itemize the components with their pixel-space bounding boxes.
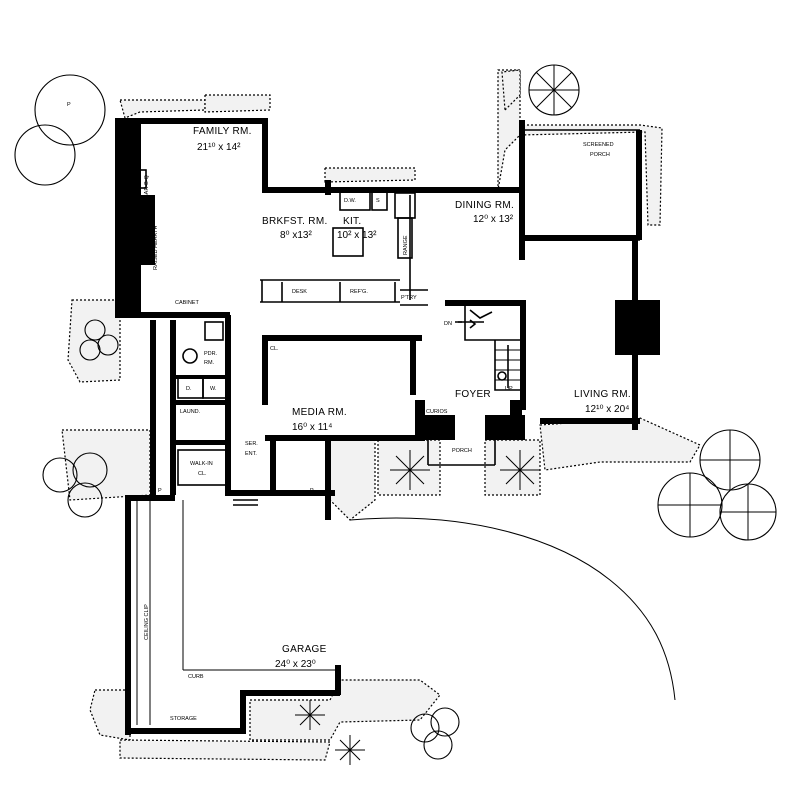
garage-label: GARAGE bbox=[282, 644, 327, 655]
driveway-edge bbox=[349, 517, 676, 701]
ceiling-clip-label: CEILING CLIP bbox=[144, 604, 150, 640]
shrub-cluster-icon bbox=[410, 707, 460, 760]
stairs-down-label: DN bbox=[444, 321, 452, 327]
fixture-labels: BKS BAR-B-Q RAISED HEARTH WOOD BOX CABIN… bbox=[67, 102, 521, 680]
screened-porch-label-2: PORCH bbox=[590, 152, 610, 158]
kitchen-dim: 10² x 13² bbox=[337, 230, 377, 241]
star-plant-icon bbox=[295, 450, 540, 765]
tree-icon bbox=[34, 74, 106, 146]
books-label: BOOKS bbox=[180, 313, 200, 319]
media-closet-label: CL. bbox=[270, 346, 279, 352]
large-tree-cluster-icon bbox=[657, 429, 777, 541]
powder-room-label-1: PDR. bbox=[204, 351, 218, 357]
dishwasher-label: D.W. bbox=[344, 198, 356, 204]
service-entry-label-1: SER. bbox=[245, 441, 258, 447]
sink-label: S bbox=[376, 198, 380, 204]
breakfast-room-dim: 8⁰ x13² bbox=[280, 230, 312, 241]
p-label-2: P. bbox=[310, 488, 315, 494]
media-room-label: MEDIA RM. bbox=[292, 407, 347, 418]
walkin-closet-label-2: CL. bbox=[198, 471, 207, 477]
media-books-label: BKS bbox=[410, 349, 416, 360]
living-room-dim: 12¹⁰ x 20⁴ bbox=[585, 404, 629, 415]
landscaping bbox=[61, 69, 701, 761]
refrigerator-label: REF'G. bbox=[350, 289, 368, 295]
breakfast-room-label: BRKFST. RM. bbox=[262, 216, 328, 227]
laundry-label: LAUND. bbox=[180, 409, 201, 415]
living-closet-label: CL. bbox=[512, 426, 521, 432]
trees bbox=[14, 64, 777, 765]
cabinet-label: CABINET bbox=[175, 300, 199, 306]
curios-label: CURIOS bbox=[426, 409, 448, 415]
tree-icon bbox=[14, 124, 76, 186]
dryer-label: D. bbox=[186, 386, 192, 392]
foyer-books-label: BOOKS bbox=[416, 412, 422, 432]
shrub-cluster-icon bbox=[42, 452, 108, 518]
media-room-dim: 16⁰ x 11⁴ bbox=[292, 422, 332, 433]
shrub-cluster-icon bbox=[79, 319, 119, 361]
room-labels: FAMILY RM. 21¹⁰ x 14² SCREENED PORCH BRK… bbox=[170, 126, 631, 722]
raised-hearth-label: RAISED HEARTH bbox=[153, 225, 159, 270]
staircase bbox=[455, 305, 520, 391]
living-room-label: LIVING RM. bbox=[574, 389, 631, 400]
wood-box-label: WOOD BOX bbox=[133, 267, 139, 298]
family-room-dim: 21¹⁰ x 14² bbox=[197, 142, 241, 153]
interior-lines bbox=[127, 129, 648, 725]
stairs-up-label: UP bbox=[505, 386, 513, 392]
family-room-label: FAMILY RM. bbox=[193, 126, 252, 137]
curb-label: CURB bbox=[188, 674, 204, 680]
dining-room-dim: 12⁰ x 13² bbox=[473, 214, 514, 225]
powder-room-label-2: RM. bbox=[204, 360, 215, 366]
round-tree-icon bbox=[528, 64, 580, 116]
porch-label: PORCH bbox=[452, 448, 472, 454]
storage-label: STORAGE bbox=[170, 716, 197, 722]
range-label: RANGE bbox=[403, 235, 409, 255]
service-entry-label-2: ENT. bbox=[245, 451, 257, 457]
books-top-label: BKS bbox=[121, 137, 127, 148]
bar-b-q-label: BAR-B-Q bbox=[144, 174, 150, 198]
walkin-closet-label-1: WALK-IN bbox=[190, 461, 213, 467]
desk-label: DESK bbox=[292, 289, 307, 295]
p-label-1: P bbox=[158, 488, 162, 494]
kitchen-label: KIT. bbox=[343, 216, 361, 227]
exterior-walls bbox=[115, 118, 660, 735]
foyer-label: FOYER bbox=[455, 389, 491, 400]
dining-room-label: DINING RM. bbox=[455, 200, 514, 211]
washer-label: W. bbox=[210, 386, 217, 392]
screened-porch-label-1: SCREENED bbox=[583, 142, 614, 148]
tree-p-label: P bbox=[67, 102, 71, 108]
pantry-label: P'TRY bbox=[401, 295, 417, 301]
garage-dim: 24⁰ x 23⁰ bbox=[275, 659, 316, 670]
